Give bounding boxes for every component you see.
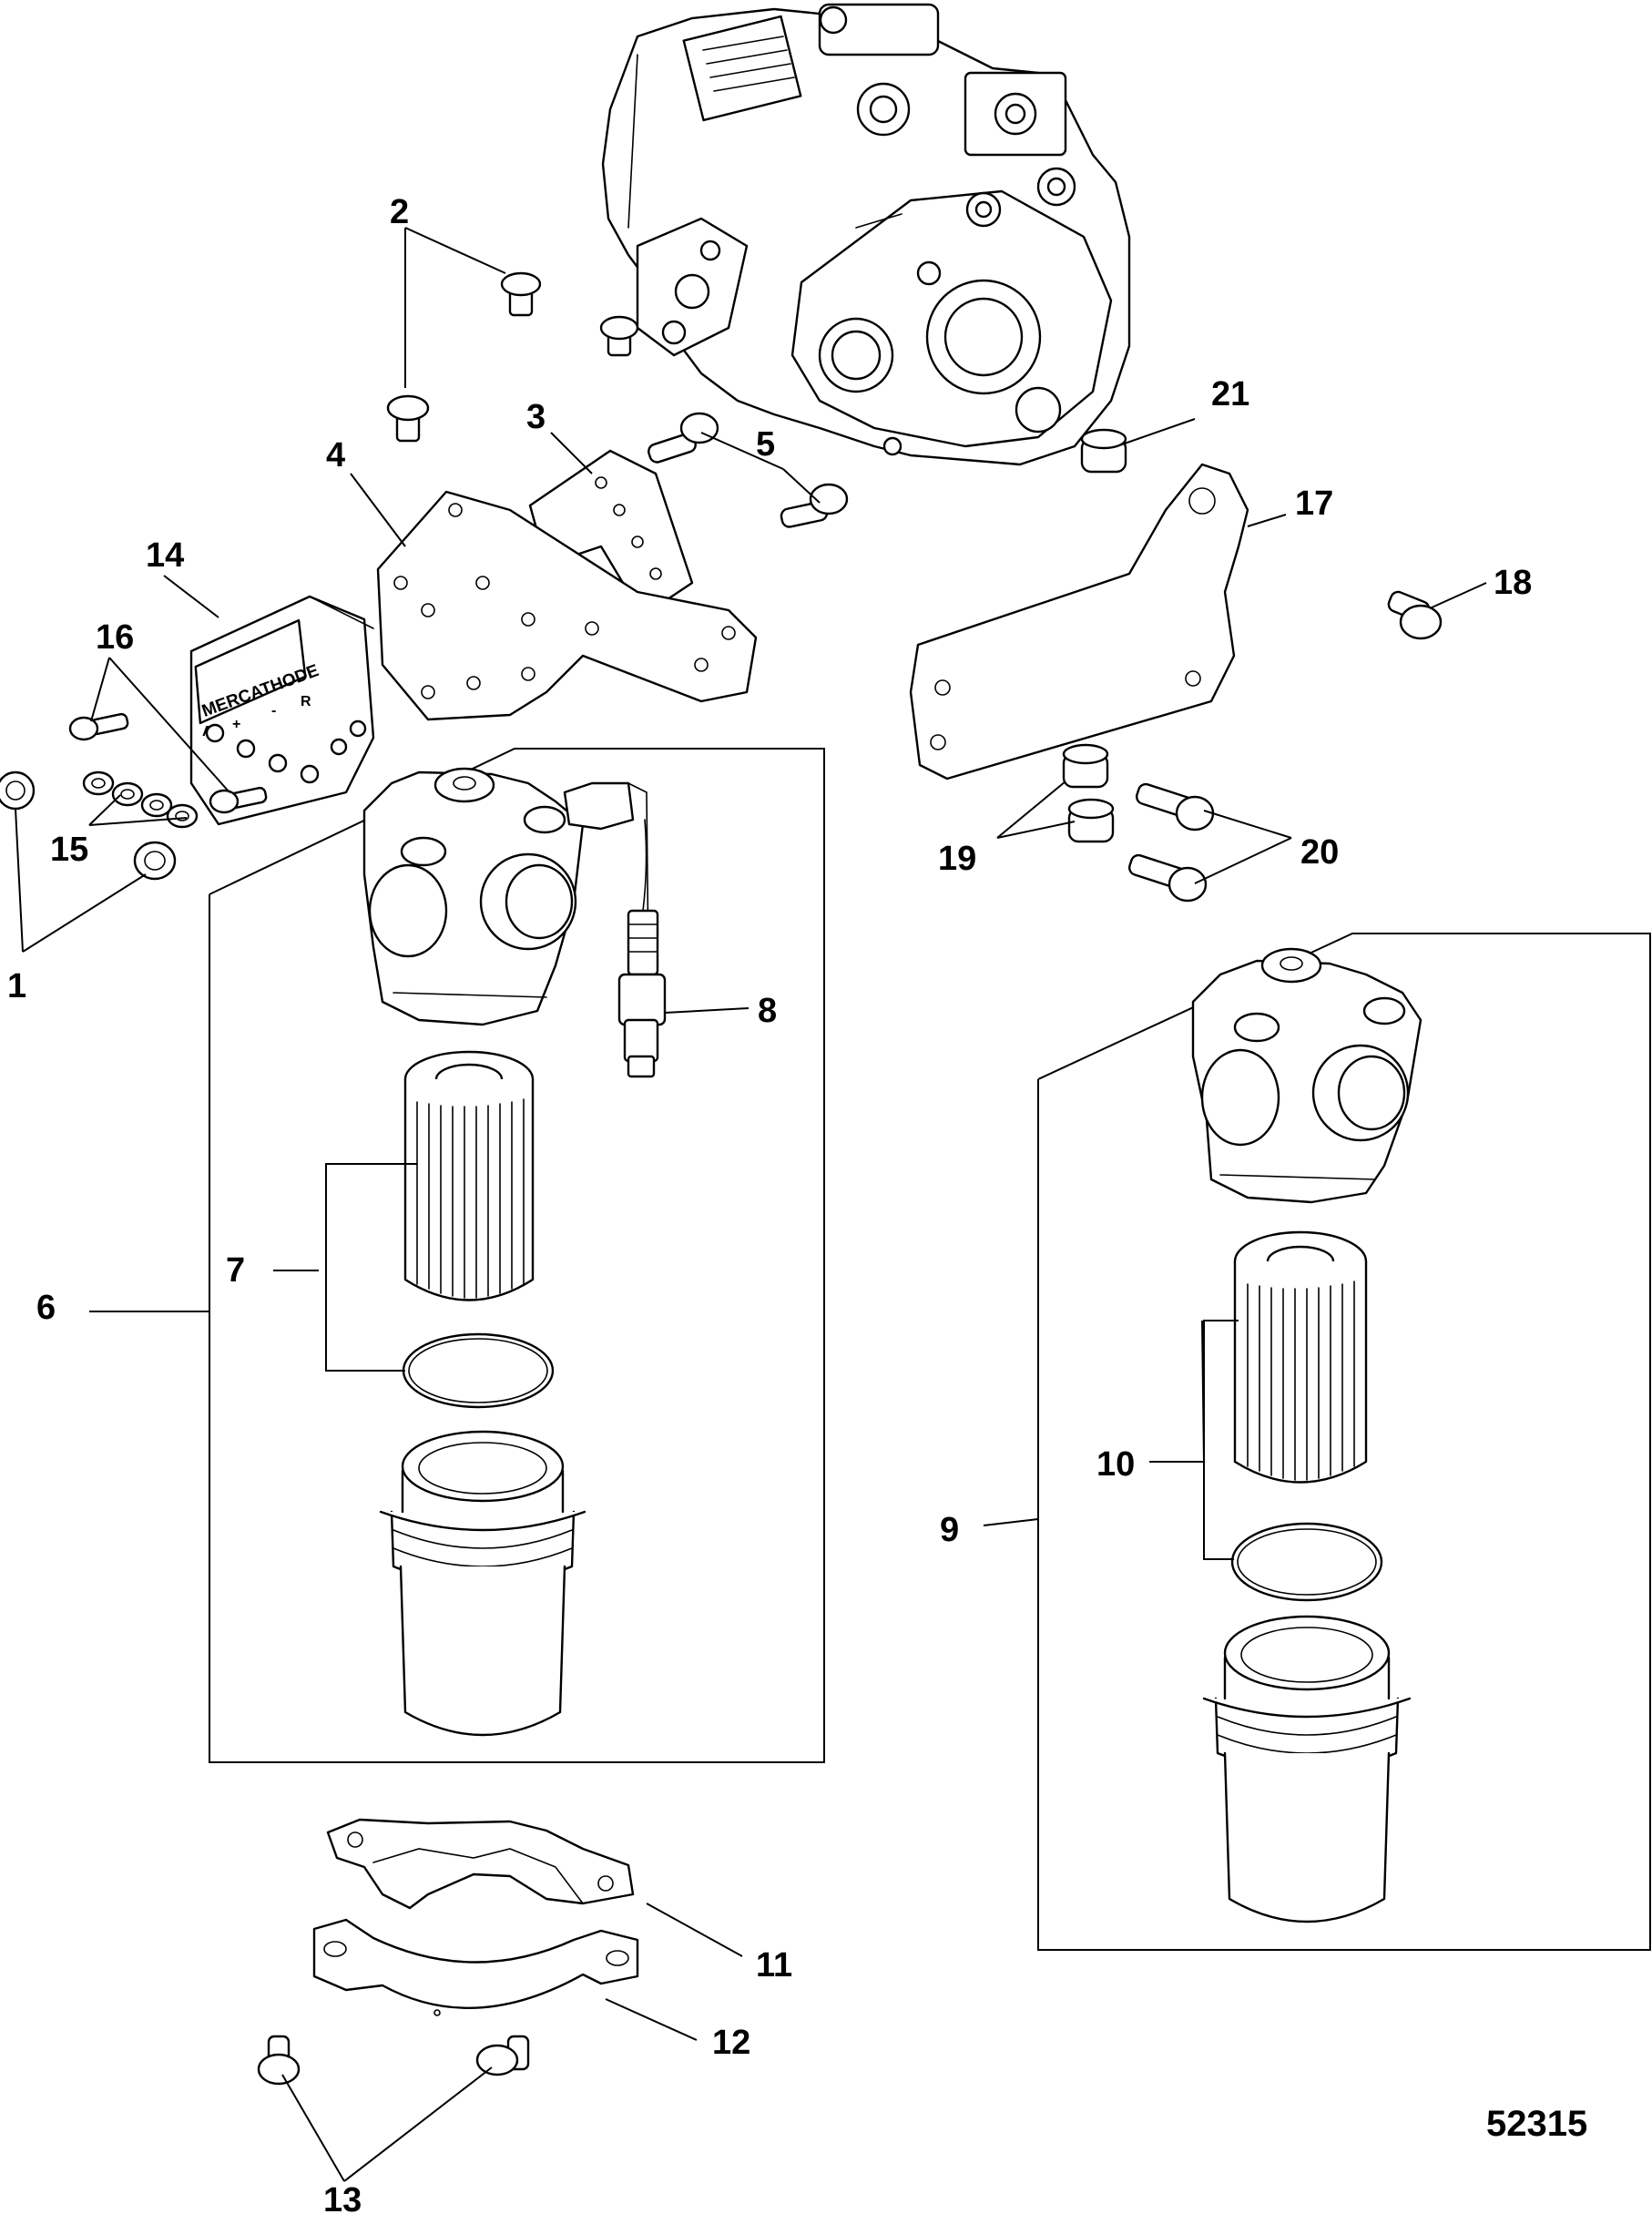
nut-15c: [140, 792, 173, 818]
filter-element-left: [403, 1050, 535, 1301]
callout-2: 2: [390, 193, 409, 231]
nut-15b: [111, 781, 144, 807]
callout-3: 3: [526, 398, 546, 436]
callout-10: 10: [1096, 1445, 1135, 1484]
callout-labels: 1 2 3 4 5 6 7 8 9 10 11 12 13 14 15 16 1…: [7, 193, 1532, 2214]
bolt-13b: [475, 2035, 530, 2076]
callout-15: 15: [50, 831, 88, 869]
spacer-19b: [1067, 798, 1115, 843]
anode-terminal-plus: +: [232, 717, 240, 732]
nut-1b: [133, 841, 177, 881]
callout-16: 16: [96, 618, 134, 657]
nut-15d: [166, 803, 199, 829]
document-number: 52315: [1486, 2104, 1587, 2144]
screw-20a: [1135, 782, 1215, 832]
spacer-19a: [1062, 743, 1109, 789]
bolt-18: [1387, 590, 1443, 640]
bolt-2c: [599, 315, 639, 357]
bolt-2a: [500, 271, 542, 317]
filter-head-right: [1191, 947, 1423, 1204]
bolt-2b: [386, 394, 430, 443]
callout-5: 5: [756, 425, 775, 464]
callout-20: 20: [1300, 833, 1339, 872]
bracket-4: [376, 490, 758, 721]
leader-lines: [15, 227, 1487, 2182]
callout-14: 14: [146, 536, 184, 575]
callout-7: 7: [226, 1251, 245, 1290]
callout-8: 8: [758, 992, 777, 1030]
filter-strap-12: [312, 1918, 639, 2016]
o-ring-left: [402, 1332, 555, 1409]
nut-1a: [0, 770, 36, 811]
filter-bracket-11: [326, 1818, 635, 1910]
callout-18: 18: [1494, 564, 1532, 602]
callout-13: 13: [323, 2181, 362, 2214]
bolt-5b: [780, 483, 849, 528]
callout-1: 1: [7, 967, 26, 1005]
anode-terminal-r: R: [301, 694, 311, 709]
filter-head-left: [362, 767, 649, 1026]
callout-19: 19: [938, 840, 976, 878]
callout-11: 11: [756, 1946, 792, 1984]
bolt-13a: [257, 2035, 301, 2086]
anode-terminal-minus: -: [271, 703, 276, 719]
filter-bowl-left: [379, 1430, 586, 1737]
mercathode-anode: MERCATHODE A + - R: [189, 595, 375, 826]
callout-9: 9: [940, 1511, 959, 1549]
spacer-21: [1080, 428, 1127, 474]
callout-17: 17: [1295, 485, 1333, 523]
o-ring-right: [1230, 1522, 1383, 1602]
screw-16a: [68, 712, 129, 741]
callout-12: 12: [712, 2024, 750, 2062]
hydraulic-pump: [601, 3, 1131, 466]
filter-element-right: [1233, 1230, 1368, 1484]
bolt-5a: [648, 412, 719, 464]
callout-4: 4: [326, 436, 345, 474]
callout-21: 21: [1211, 375, 1249, 413]
screw-20b: [1127, 853, 1208, 903]
screw-16b: [209, 786, 268, 814]
bracket-17: [909, 463, 1249, 781]
callout-6: 6: [36, 1289, 56, 1327]
sensor-8: [617, 819, 667, 1078]
nut-15a: [82, 770, 115, 796]
filter-bowl-right: [1202, 1615, 1412, 1923]
